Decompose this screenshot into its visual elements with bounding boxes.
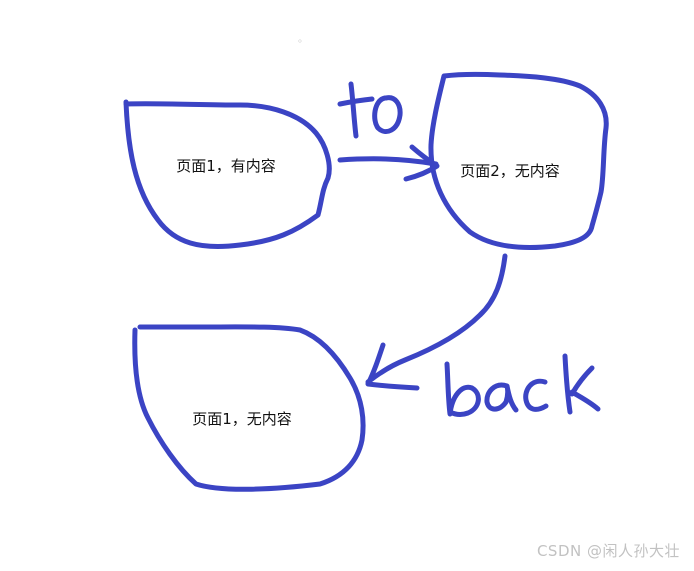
edge-to: [337, 81, 440, 182]
node-page1-with-content: 页面1，有内容: [123, 99, 332, 250]
node-label: 页面1，有内容: [176, 157, 276, 175]
edge-arrow-line: [365, 253, 508, 385]
edge-arrow-line: [337, 156, 439, 167]
edge-arrowhead: [365, 342, 420, 391]
edge-arrowhead: [403, 144, 440, 182]
edge-back: [365, 253, 601, 418]
node-label: 页面2，无内容: [460, 162, 560, 180]
node-page1-no-content: 页面1，无内容: [132, 324, 366, 492]
node-shape: [123, 99, 332, 250]
edge-label-to: [337, 81, 403, 139]
stray-mark: 。: [298, 34, 308, 45]
csdn-watermark: CSDN @闲人孙大壮: [536, 542, 680, 560]
node-label: 页面1，无内容: [192, 410, 292, 428]
node-shape: [428, 71, 609, 250]
node-shape: [132, 324, 366, 492]
node-page2-no-content: 页面2，无内容: [428, 71, 609, 250]
edge-label-back: [444, 353, 601, 418]
